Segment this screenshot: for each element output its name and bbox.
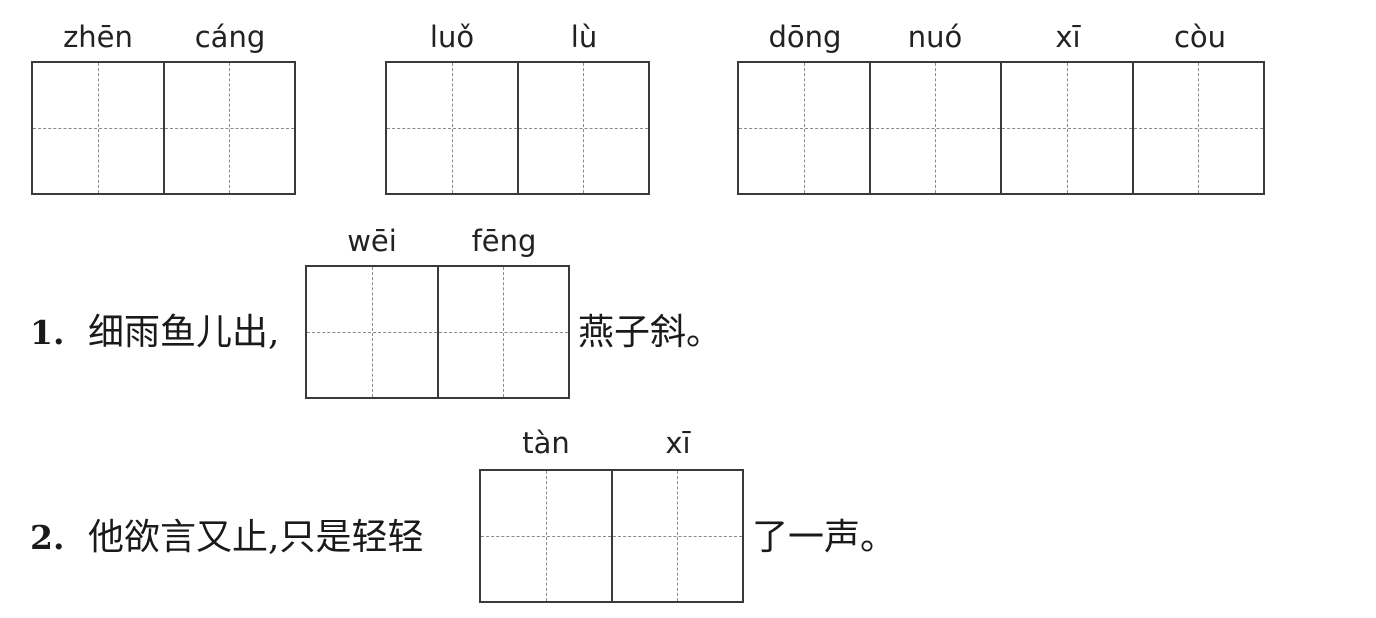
- character-box[interactable]: [33, 63, 163, 193]
- pinyin-label: dōng: [768, 20, 842, 54]
- character-box[interactable]: [739, 63, 869, 193]
- pinyin-label: luǒ: [429, 20, 475, 54]
- pinyin-label: lù: [570, 20, 598, 54]
- character-box[interactable]: [481, 471, 611, 601]
- writing-grid: [737, 61, 1265, 195]
- pinyin-label: xī: [1055, 20, 1081, 54]
- pinyin-label: nuó: [907, 20, 963, 54]
- character-box[interactable]: [307, 267, 437, 397]
- question-number: 2.: [30, 518, 65, 557]
- pinyin-label: zhēn: [63, 20, 133, 54]
- writing-grid: [305, 265, 570, 399]
- pinyin-label: xī: [665, 426, 691, 460]
- character-box[interactable]: [610, 471, 743, 601]
- sentence-before: 细雨鱼儿出,: [88, 312, 280, 353]
- pinyin-label: fēng: [471, 224, 537, 258]
- pinyin-label: wēi: [347, 224, 397, 258]
- pinyin-label: còu: [1173, 20, 1227, 54]
- character-box[interactable]: [1131, 63, 1264, 193]
- character-box[interactable]: [436, 267, 569, 397]
- writing-grid: [31, 61, 296, 195]
- sentence-after: 燕子斜。: [578, 312, 723, 353]
- character-box[interactable]: [162, 63, 295, 193]
- character-box[interactable]: [516, 63, 649, 193]
- sentence-before: 他欲言又止,只是轻轻: [88, 517, 424, 558]
- sentence-after: 了一声。: [752, 517, 897, 558]
- writing-grid: [385, 61, 650, 195]
- pinyin-label: cáng: [194, 20, 266, 54]
- pinyin-label: tàn: [522, 426, 570, 460]
- character-box[interactable]: [387, 63, 517, 193]
- character-box[interactable]: [868, 63, 1001, 193]
- writing-grid: [479, 469, 744, 603]
- character-box[interactable]: [1000, 63, 1132, 193]
- question-number: 1.: [30, 313, 65, 352]
